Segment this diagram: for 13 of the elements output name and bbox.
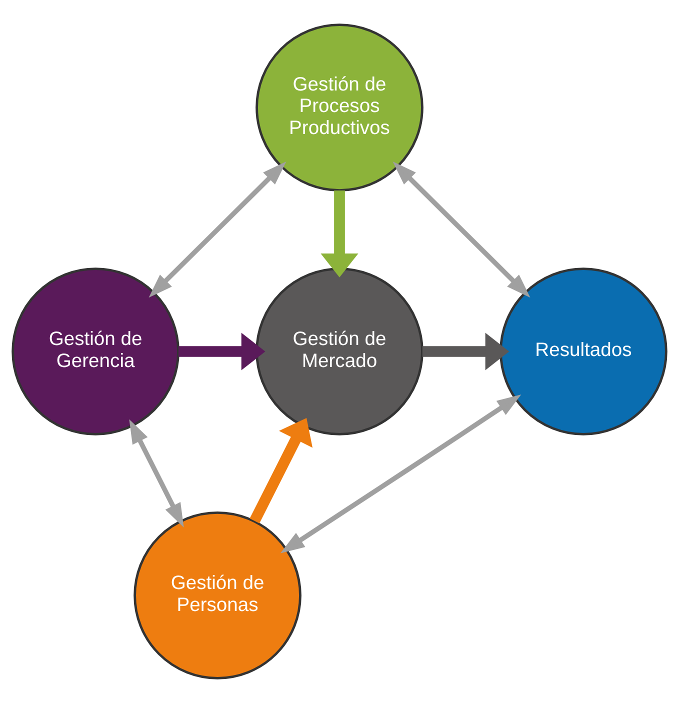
arrow [280, 394, 522, 553]
node-circle: Gestión de Personas [134, 511, 302, 679]
arrow [250, 417, 313, 523]
node-circle: Gestión de Mercado [256, 267, 424, 435]
node-circle: Resultados [500, 267, 668, 435]
arrow [320, 190, 358, 277]
node-circle: Gestión de Procesos Productivos [256, 23, 424, 191]
arrow [129, 418, 184, 527]
arrow [148, 160, 286, 298]
arrow [178, 332, 266, 370]
arrow [392, 160, 530, 298]
node-circle: Gestión de Gerencia [12, 267, 180, 435]
arrow [422, 332, 510, 370]
